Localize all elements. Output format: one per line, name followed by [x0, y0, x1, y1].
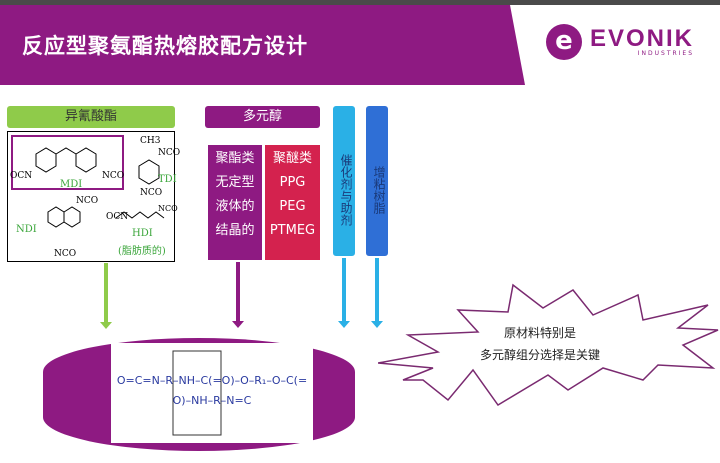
- catalyst-label: 催化剂与助剂: [333, 106, 355, 256]
- hdi-note: (脂肪质的): [118, 246, 166, 257]
- polyester-item: 结晶的: [215, 223, 255, 238]
- polyol-label: 多元醇: [205, 106, 320, 128]
- polyester-item: 液体的: [215, 199, 255, 214]
- tackifier-label: 增粘树脂: [366, 106, 388, 256]
- ndi-label: NDI: [16, 224, 37, 235]
- header-band: [0, 5, 525, 85]
- isocyanate-structures: OCN NCO MDI CH3 NCO TDI NCO NCO NDI NCO …: [7, 131, 180, 262]
- arrow-down-icon: [100, 263, 112, 329]
- nco-group: NCO: [102, 171, 125, 181]
- nco-group: NCO: [140, 188, 163, 198]
- nco-group: NCO: [76, 196, 99, 206]
- structure-drawings: [35, 147, 165, 228]
- polyether-title: 聚醚类: [272, 151, 312, 166]
- polyester-column: 聚酯类 无定型 液体的 结晶的: [208, 145, 262, 260]
- callout-line: 多元醇组分选择是关键: [479, 348, 600, 362]
- ch3-group: CH3: [140, 136, 161, 146]
- logo-mark-icon: e: [546, 24, 582, 60]
- callout-text: 原材料特别是 多元醇组分选择是关键: [440, 322, 640, 366]
- polyester-item: 无定型: [215, 175, 255, 190]
- callout-line: 原材料特别是: [503, 326, 576, 340]
- arrow-down-icon: [338, 258, 350, 328]
- nco-group: NCO: [158, 148, 181, 158]
- polyether-item: PTMEG: [269, 223, 316, 238]
- logo-text: EVONIK: [590, 24, 695, 52]
- top-strip: [0, 0, 720, 5]
- logo-subtext: INDUSTRIES: [637, 49, 695, 57]
- polyester-title: 聚酯类: [215, 151, 255, 166]
- formula-text: O=C=N–R–NH–C(=O)–O–R₁–O–C(=O)–NH–R–N=C: [116, 374, 308, 407]
- slide-title: 反应型聚氨酯热熔胶配方设计: [22, 34, 308, 58]
- nco-group: NCO: [54, 249, 77, 259]
- evonik-logo: e EVONIK INDUSTRIES: [546, 24, 694, 60]
- mdi-highlight: [11, 135, 124, 190]
- urethane-formula: O=C=N–R–NH–C(=O)–O–R₁–O–C(=O)–NH–R–N=C: [111, 343, 313, 443]
- polyether-item: PEG: [279, 199, 306, 214]
- callout-burst: [378, 283, 719, 406]
- mdi-label: MDI: [60, 179, 83, 190]
- tdi-label: TDI: [158, 174, 177, 185]
- formula-drawing: [172, 350, 222, 436]
- ocn-group: OCN: [10, 171, 33, 181]
- ocn-group: OCN: [106, 212, 129, 222]
- polyether-column: 聚醚类 PPG PEG PTMEG: [265, 145, 320, 260]
- arrow-down-icon: [371, 258, 383, 328]
- arrow-down-icon: [232, 262, 244, 328]
- nco-group: NCO: [158, 204, 178, 213]
- isocyanate-label: 异氰酸酯: [7, 106, 175, 128]
- polyether-item: PPG: [279, 175, 306, 190]
- hdi-label: HDI: [132, 228, 153, 239]
